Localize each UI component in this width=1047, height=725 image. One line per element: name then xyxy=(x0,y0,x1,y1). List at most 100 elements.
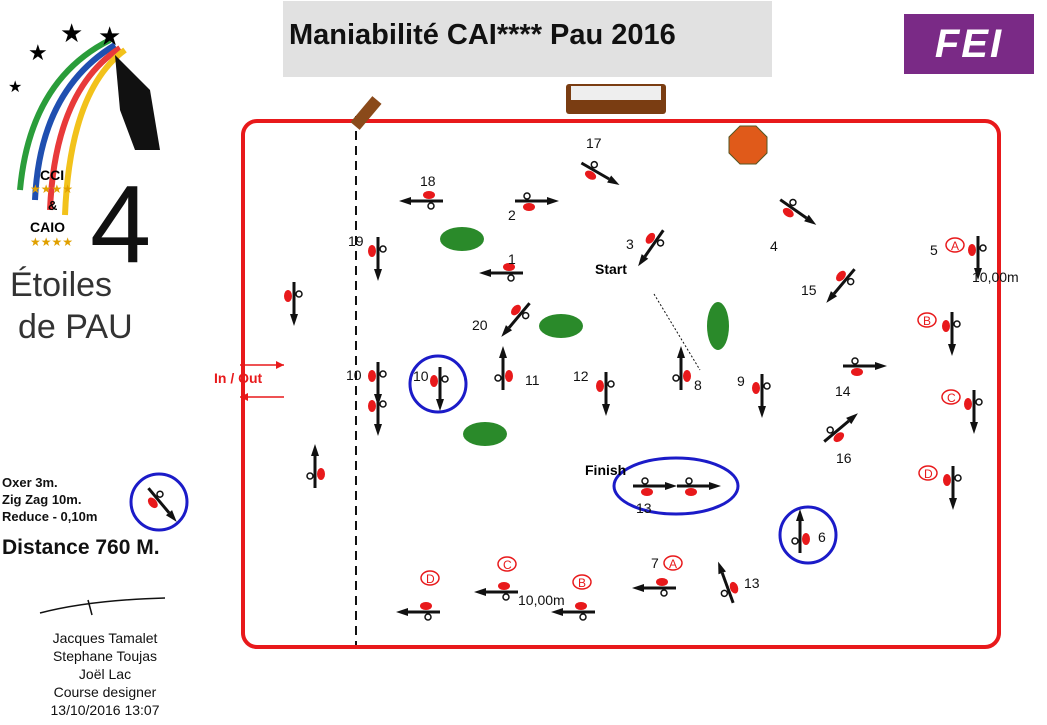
credits: Jacques Tamalet Stephane Toujas Joël Lac… xyxy=(20,629,190,719)
obstacle-number: 10 xyxy=(413,368,429,384)
letter-marker: A xyxy=(663,555,683,571)
star-icon: ★ xyxy=(60,18,83,48)
letter-marker: D xyxy=(918,465,938,481)
obstacle-number: 15 xyxy=(801,282,817,298)
credit-1: Jacques Tamalet xyxy=(52,630,158,646)
obstacle-marker xyxy=(823,413,858,443)
svg-text:B: B xyxy=(578,576,586,590)
letter-marker: C xyxy=(941,389,961,405)
legend-circle xyxy=(129,472,189,532)
obstacles xyxy=(147,160,987,621)
obstacle-marker xyxy=(368,237,387,281)
obstacle-marker xyxy=(779,198,817,225)
logo-amp: & xyxy=(48,198,57,213)
obstacle-marker xyxy=(677,477,721,496)
obstacle-number: 14 xyxy=(835,383,851,399)
svg-text:D: D xyxy=(924,467,933,481)
svg-text:D: D xyxy=(426,572,435,586)
obstacle-marker xyxy=(596,372,615,416)
obstacle-number: 5 xyxy=(930,242,938,258)
star-icon: ★ xyxy=(98,21,121,51)
obstacle-number: 10,00m xyxy=(972,269,1019,285)
obstacle-marker xyxy=(633,477,677,496)
star-icon: ★ xyxy=(28,40,48,65)
credit-2: Stephane Toujas xyxy=(52,648,158,664)
svg-text:A: A xyxy=(951,239,959,253)
distance-label: Distance 760 M. xyxy=(2,536,160,559)
logo-cci: CCI xyxy=(40,167,64,183)
letter-marker: D xyxy=(420,570,440,586)
obstacle-marker xyxy=(942,312,961,356)
obstacle-marker xyxy=(843,357,887,376)
obstacle-marker xyxy=(943,466,962,510)
finish-ellipse xyxy=(612,456,740,516)
judges-box xyxy=(566,84,666,114)
obstacle-marker xyxy=(430,367,449,411)
obstacle-number: 20 xyxy=(472,317,488,333)
obstacle-marker xyxy=(826,268,856,303)
logo-four: 4 xyxy=(90,163,151,286)
obstacle-marker xyxy=(638,229,665,267)
obstacle-marker xyxy=(306,444,325,488)
obstacle-marker xyxy=(147,487,177,522)
obstacle-marker xyxy=(501,302,531,337)
obstacle-marker xyxy=(494,346,513,390)
letter-marker: C xyxy=(497,556,517,572)
in-out-label: In / Out xyxy=(214,370,263,386)
logo-de-pau: de PAU xyxy=(18,308,133,346)
obstacle-marker xyxy=(968,236,987,280)
svg-text:A: A xyxy=(669,557,677,571)
logo-etoiles: Étoiles xyxy=(10,266,112,304)
title-box: Maniabilité CAI**** Pau 2016 xyxy=(283,1,772,77)
obstacle-number: 11 xyxy=(525,372,540,388)
start-label: Start xyxy=(595,261,627,277)
obstacle-marker xyxy=(752,374,771,418)
star-icon: ★ xyxy=(8,79,22,96)
obstacle-marker xyxy=(551,602,595,621)
legend-reduce: Reduce - 0,10m xyxy=(2,509,98,524)
umbrella-icon xyxy=(728,125,768,165)
fei-logo: FEI xyxy=(904,14,1034,74)
obstacle-marker xyxy=(474,582,518,601)
letter-marker: B xyxy=(917,312,937,328)
obstacle-marker xyxy=(284,282,303,326)
gate-icon xyxy=(350,96,382,130)
svg-text:B: B xyxy=(923,314,931,328)
start-line xyxy=(653,293,701,371)
obstacle-number: 1 xyxy=(508,251,516,267)
obstacle-number: 13 xyxy=(636,500,652,516)
page-title: Maniabilité CAI**** Pau 2016 xyxy=(289,19,676,51)
obstacle-marker xyxy=(791,509,810,553)
arena-border xyxy=(241,119,1001,649)
logo-stars-2: ★★★★ xyxy=(30,235,73,249)
svg-text:C: C xyxy=(503,558,512,572)
credit-3: Joël Lac xyxy=(78,666,132,682)
logo-stars: ★★★★ xyxy=(30,182,73,196)
svg-text:C: C xyxy=(947,391,956,405)
obstacle-number: 13 xyxy=(744,575,760,591)
obstacle-marker xyxy=(368,392,387,436)
obstacle-number: 6 xyxy=(818,529,826,545)
obstacle-number: 9 xyxy=(737,373,745,389)
obstacle-marker xyxy=(399,191,443,210)
credit-date: 13/10/2016 13:07 xyxy=(50,702,160,718)
logo-caio: CAIO xyxy=(30,219,65,235)
obstacle-marker xyxy=(632,578,676,597)
reduce-circle xyxy=(408,354,468,414)
letter-marker: B xyxy=(572,574,592,590)
legend-oxer: Oxer 3m. xyxy=(2,475,58,490)
obstacle-number: 8 xyxy=(694,377,702,393)
obstacle-marker xyxy=(515,192,559,211)
credit-role: Course designer xyxy=(53,684,157,700)
legend: Oxer 3m. Zig Zag 10m. Reduce - 0,10m xyxy=(2,474,97,525)
finish-label: Finish xyxy=(585,462,626,478)
obstacle-number: 18 xyxy=(420,173,436,189)
obstacle-number: 4 xyxy=(770,238,778,254)
obstacle-number: 17 xyxy=(586,135,602,151)
obstacle-marker xyxy=(580,160,620,185)
bushes xyxy=(440,227,729,446)
obstacle-marker xyxy=(396,602,440,621)
